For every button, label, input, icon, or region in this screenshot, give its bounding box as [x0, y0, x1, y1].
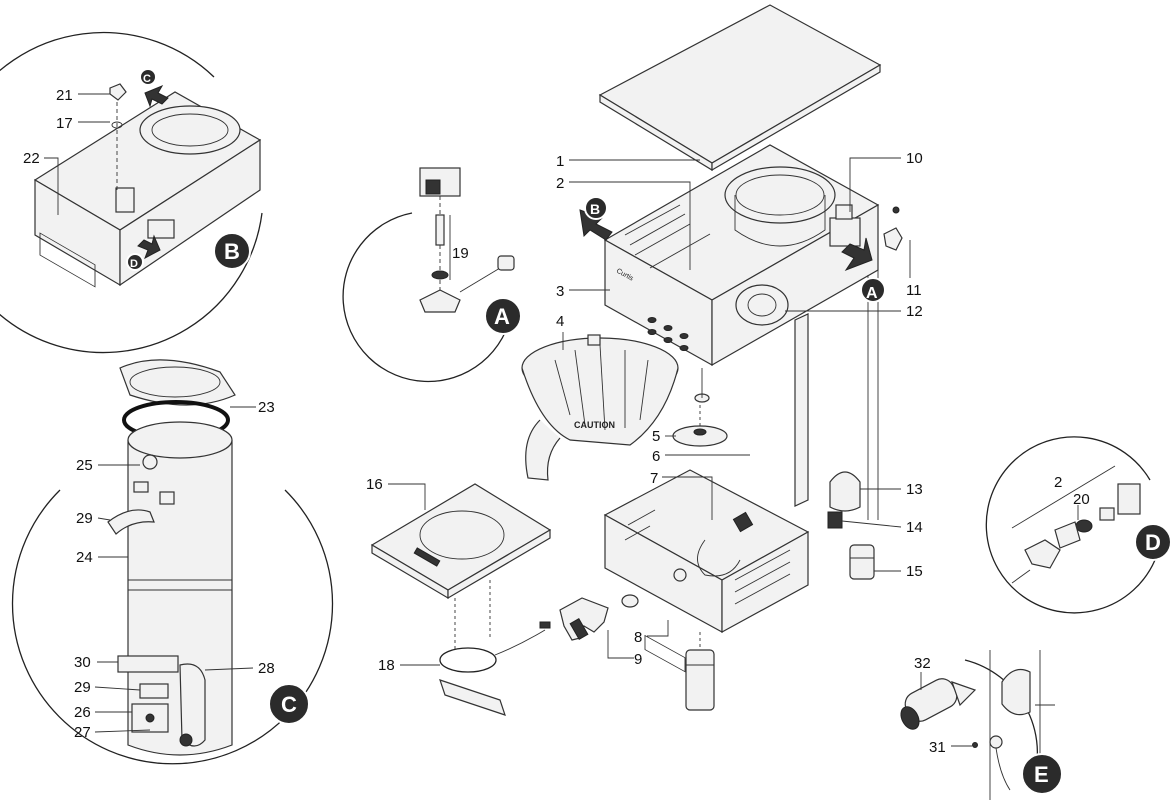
- callout-2: 2: [556, 175, 564, 192]
- callout-18: 18: [378, 657, 395, 674]
- badge-d: D: [1134, 523, 1172, 561]
- legs: [685, 544, 875, 711]
- callout-1: 1: [556, 153, 564, 170]
- svg-text:C: C: [143, 73, 151, 85]
- callout-13: 13: [906, 481, 923, 498]
- detail-e: [900, 650, 1055, 800]
- callout-28: 28: [258, 660, 275, 677]
- callout-8: 8: [634, 629, 642, 646]
- callout-numbers: 1 2 3 4 5 6 7 8 9 10 11 12 13 14 15 16 1…: [23, 87, 1090, 756]
- svg-text:D: D: [1145, 530, 1161, 555]
- inlet-valve: [829, 217, 861, 247]
- callout-16: 16: [366, 476, 383, 493]
- svg-text:E: E: [1034, 762, 1049, 787]
- badge-b-main: B: [584, 196, 608, 220]
- control-display: [644, 634, 686, 673]
- callout-25: 25: [76, 457, 93, 474]
- dispense-motor: [735, 284, 789, 326]
- callout-5: 5: [652, 428, 660, 445]
- callout-2d: 2: [1054, 474, 1062, 491]
- svg-text:A: A: [866, 285, 878, 302]
- capacitor-32: [900, 678, 977, 730]
- badge-c: C: [268, 683, 310, 725]
- faucet: [559, 594, 639, 641]
- badge-a: A: [484, 297, 522, 335]
- badge-a-main: A: [860, 277, 886, 303]
- callout-30: 30: [74, 654, 91, 671]
- callout-20: 20: [1073, 491, 1090, 508]
- svg-text:A: A: [494, 304, 510, 329]
- callout-31: 31: [929, 739, 946, 756]
- callout-11: 11: [906, 282, 922, 299]
- callout-19: 19: [452, 245, 469, 262]
- detail-b: [0, 31, 263, 354]
- callout-23: 23: [258, 399, 275, 416]
- callout-21: 21: [56, 87, 73, 104]
- callout-6: 6: [652, 448, 660, 465]
- top-cover: [598, 4, 882, 164]
- warmer-plate: [370, 483, 552, 591]
- callout-32: 32: [914, 655, 931, 672]
- badge-e: E: [1021, 753, 1063, 795]
- reservoir-tank: [724, 166, 836, 224]
- svg-text:D: D: [130, 258, 138, 270]
- arrow-a: [841, 237, 873, 272]
- brew-cone: CAUTION: [521, 334, 679, 481]
- arrow-b: [579, 209, 613, 241]
- svg-text:C: C: [281, 692, 297, 717]
- warmer-element: [439, 621, 551, 716]
- callout-4: 4: [556, 313, 564, 330]
- callout-26: 26: [74, 704, 91, 721]
- detail-badges: A B A B C C D D: [126, 68, 1172, 795]
- callout-15: 15: [906, 563, 923, 580]
- callout-29b: 29: [74, 679, 91, 696]
- leader-lines: [44, 93, 1079, 747]
- side-switch-13: [829, 471, 861, 512]
- callout-9: 9: [634, 651, 642, 668]
- elbow-fitting: [883, 227, 903, 251]
- callout-22: 22: [23, 150, 40, 167]
- svg-text:B: B: [590, 201, 600, 217]
- callout-29: 29: [76, 510, 93, 527]
- callout-12: 12: [906, 303, 923, 320]
- detail-d: [985, 436, 1156, 614]
- callout-17: 17: [56, 115, 73, 132]
- badge-c-small: C: [139, 68, 157, 86]
- callout-7: 7: [650, 470, 658, 487]
- callout-27: 27: [74, 724, 91, 741]
- callout-14: 14: [906, 519, 923, 536]
- callout-3: 3: [556, 283, 564, 300]
- detail-a: [342, 167, 515, 383]
- brewer-assembly: Curtis: [370, 4, 903, 716]
- callout-24: 24: [76, 549, 93, 566]
- callout-10: 10: [906, 150, 923, 167]
- caution-label: CAUTION: [574, 420, 615, 430]
- badge-b: B: [213, 232, 251, 270]
- switch-14: [827, 511, 843, 529]
- badge-d-small: D: [126, 253, 144, 271]
- svg-text:B: B: [224, 239, 240, 264]
- detail-c: [11, 359, 334, 765]
